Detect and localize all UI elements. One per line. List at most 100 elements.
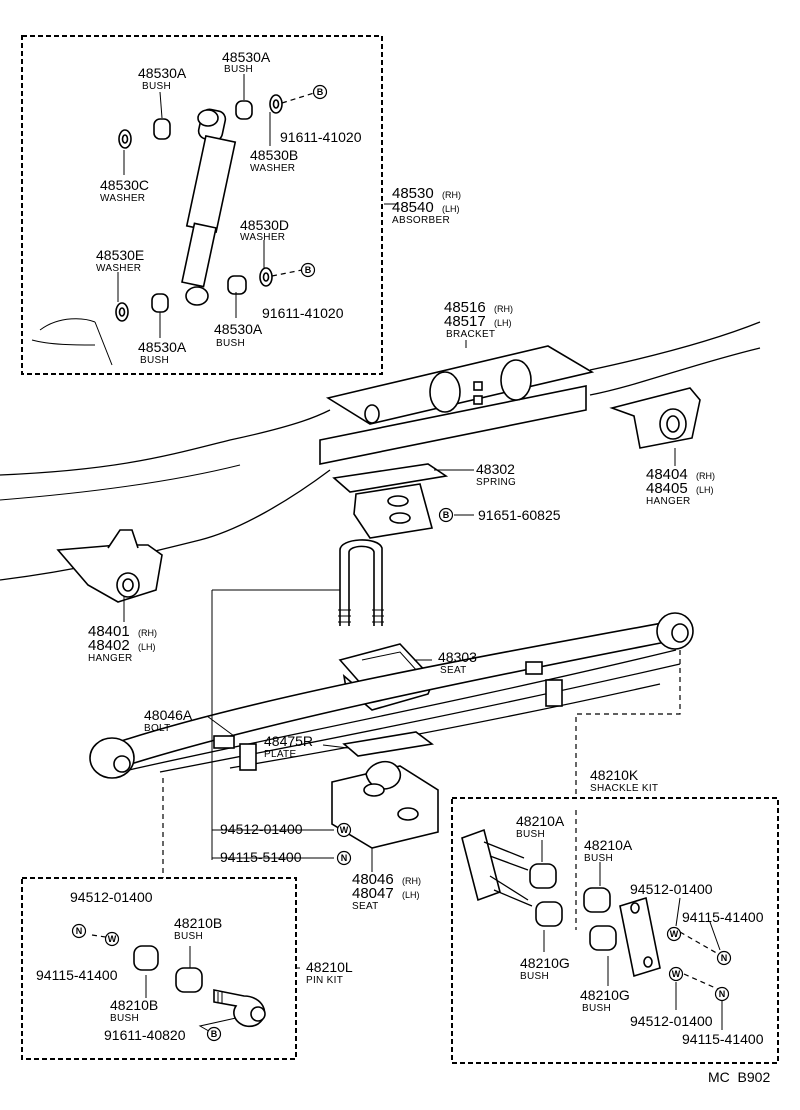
- svg-text:94115-41400: 94115-41400: [682, 1031, 764, 1047]
- label-spring-bumper: 48302 SPRING: [476, 461, 516, 488]
- svg-text:48530A: 48530A: [214, 321, 263, 337]
- svg-text:BUSH: BUSH: [110, 1013, 139, 1024]
- label-pin-nut-b: 91611-40820: [104, 1027, 186, 1043]
- svg-text:48303: 48303: [438, 649, 477, 665]
- front-hanger-part: [56, 529, 163, 603]
- svg-text:48475R: 48475R: [264, 733, 313, 749]
- svg-text:48530A: 48530A: [222, 49, 271, 65]
- svg-text:B: B: [443, 510, 450, 520]
- svg-text:94115-51400: 94115-51400: [220, 849, 302, 865]
- svg-text:HANGER: HANGER: [646, 496, 691, 507]
- label-shackle-kit: 48210K SHACKLE KIT: [590, 767, 658, 794]
- svg-text:48516: 48516: [444, 299, 486, 316]
- svg-text:(LH): (LH): [442, 204, 460, 214]
- label-shackle-nut-2: 94115-41400: [682, 1031, 764, 1047]
- svg-text:SEAT: SEAT: [352, 901, 379, 912]
- frame-rail: [0, 321, 761, 581]
- svg-text:48210K: 48210K: [590, 767, 639, 783]
- svg-text:48530A: 48530A: [138, 339, 187, 355]
- svg-text:BUSH: BUSH: [174, 931, 203, 942]
- label-absorber-nut-low: 91611-41020: [262, 305, 344, 321]
- svg-text:(LH): (LH): [138, 642, 156, 652]
- svg-text:B: B: [305, 265, 312, 275]
- label-pin-kit: 48210L PIN KIT: [306, 959, 353, 986]
- svg-text:48046A: 48046A: [144, 707, 193, 723]
- svg-text:SPRING: SPRING: [476, 477, 516, 488]
- svg-text:W: W: [670, 929, 679, 939]
- absorber-group-box: [21, 35, 383, 375]
- svg-text:48401: 48401: [88, 623, 130, 640]
- svg-text:91611-41020: 91611-41020: [262, 305, 344, 321]
- label-hanger-front: 48401 (RH) 48402 (LH) HANGER: [88, 623, 157, 664]
- svg-text:PLATE: PLATE: [264, 749, 296, 760]
- svg-text:94512-01400: 94512-01400: [70, 889, 153, 905]
- svg-text:48530B: 48530B: [250, 147, 298, 163]
- label-shackle-nut-1: 94115-41400: [682, 909, 764, 925]
- absorber-hardware: [31, 92, 315, 366]
- svg-text:WASHER: WASHER: [96, 263, 141, 274]
- washer-symbol-seat: W: [336, 822, 352, 838]
- nut-symbol-pin: N: [71, 923, 87, 939]
- svg-text:48530A: 48530A: [138, 65, 187, 81]
- svg-text:48540: 48540: [392, 199, 434, 216]
- pin-kit-parts: [91, 934, 266, 1028]
- svg-text:WASHER: WASHER: [240, 232, 285, 243]
- svg-text:BUSH: BUSH: [582, 1003, 611, 1014]
- svg-text:91611-41020: 91611-41020: [280, 129, 362, 145]
- label-plate: 48475R PLATE: [264, 733, 313, 760]
- svg-text:48210L: 48210L: [306, 959, 353, 975]
- diagram-code: MC B902: [708, 1069, 770, 1085]
- label-absorber-low-washer-e: 48530E WASHER: [96, 247, 144, 274]
- svg-text:94512-01400: 94512-01400: [630, 1013, 713, 1029]
- rear-hanger-part: [609, 387, 701, 449]
- spring-bumper-part: [332, 463, 449, 539]
- shock-absorber: [181, 108, 237, 306]
- svg-text:BOLT: BOLT: [144, 723, 171, 734]
- label-shackle-bush-a2: 48210A BUSH: [584, 837, 633, 864]
- svg-text:N: N: [721, 953, 728, 963]
- svg-text:(RH): (RH): [696, 471, 715, 481]
- label-hanger-rear: 48404 (RH) 48405 (LH) HANGER: [646, 466, 715, 507]
- svg-text:BUSH: BUSH: [516, 829, 545, 840]
- svg-text:ABSORBER: ABSORBER: [392, 215, 450, 226]
- svg-text:94115-41400: 94115-41400: [36, 967, 118, 983]
- svg-text:BUSH: BUSH: [142, 81, 171, 92]
- svg-text:SHACKLE KIT: SHACKLE KIT: [590, 783, 658, 794]
- svg-text:(LH): (LH): [402, 890, 420, 900]
- leader-lines: [117, 74, 723, 1035]
- svg-text:91651-60825: 91651-60825: [478, 507, 561, 523]
- svg-text:WASHER: WASHER: [250, 163, 295, 174]
- bolt-symbol-bumper: B: [438, 507, 454, 523]
- label-absorber-low-bush-r: 48530A BUSH: [214, 321, 263, 349]
- svg-text:48517: 48517: [444, 313, 486, 330]
- nut-symbol-shackle-1: N: [716, 950, 732, 966]
- label-absorber-low-bush-l: 48530A BUSH: [138, 339, 187, 366]
- label-lower-nut: 94115-51400: [220, 849, 302, 865]
- washer-symbol-shackle-2: W: [668, 966, 684, 982]
- svg-text:SEAT: SEAT: [440, 665, 467, 676]
- svg-text:48302: 48302: [476, 461, 515, 477]
- svg-text:B: B: [317, 87, 324, 97]
- label-bumper-bolt: 91651-60825: [454, 507, 561, 523]
- leaf-spring-part: [89, 612, 694, 779]
- svg-text:48210A: 48210A: [516, 813, 565, 829]
- label-pin-bush-2: 48210B BUSH: [110, 997, 158, 1024]
- svg-text:48530D: 48530D: [240, 217, 289, 233]
- svg-text:48210G: 48210G: [580, 987, 630, 1003]
- svg-text:48046: 48046: [352, 871, 394, 888]
- svg-text:91611-40820: 91611-40820: [104, 1027, 186, 1043]
- svg-text:48530: 48530: [392, 185, 434, 202]
- label-absorber-top-bush-l: 48530A BUSH: [138, 65, 187, 92]
- label-shackle-washer-2: 94512-01400: [630, 1013, 713, 1029]
- svg-text:48404: 48404: [646, 466, 688, 483]
- label-shackle-bush-a1: 48210A BUSH: [516, 813, 565, 840]
- label-pin-washer: 94512-01400: [70, 889, 153, 905]
- svg-text:BUSH: BUSH: [224, 64, 253, 75]
- label-pin-bush-1: 48210B BUSH: [174, 915, 222, 942]
- label-absorber-top-bush-r: 48530A BUSH: [222, 49, 271, 75]
- svg-text:B: B: [211, 1029, 218, 1039]
- label-absorber-top-washer: 48530B WASHER: [250, 147, 298, 174]
- svg-text:(RH): (RH): [494, 304, 513, 314]
- svg-text:48210B: 48210B: [174, 915, 222, 931]
- svg-text:W: W: [672, 969, 681, 979]
